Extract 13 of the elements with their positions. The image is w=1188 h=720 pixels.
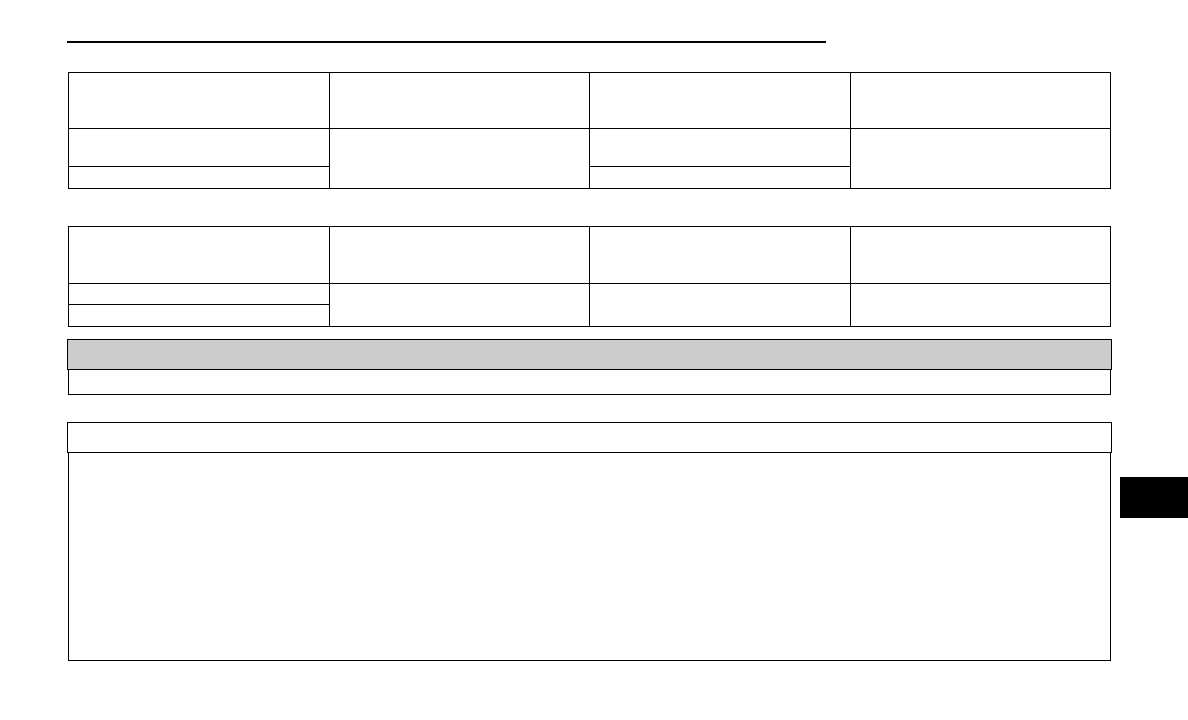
table-cell bbox=[850, 226, 1111, 284]
table-cell bbox=[67, 422, 1112, 453]
table-cell bbox=[850, 283, 1111, 327]
table-cell bbox=[68, 452, 1111, 661]
filled-bar bbox=[1120, 477, 1188, 518]
table-cell bbox=[68, 304, 330, 327]
table-cell bbox=[68, 166, 330, 189]
table-cell bbox=[850, 128, 1111, 189]
filled-bar bbox=[67, 339, 1112, 370]
table-cell bbox=[68, 226, 330, 284]
table-cell bbox=[850, 72, 1111, 129]
table-cell bbox=[68, 72, 330, 129]
table-cell bbox=[68, 369, 1111, 395]
